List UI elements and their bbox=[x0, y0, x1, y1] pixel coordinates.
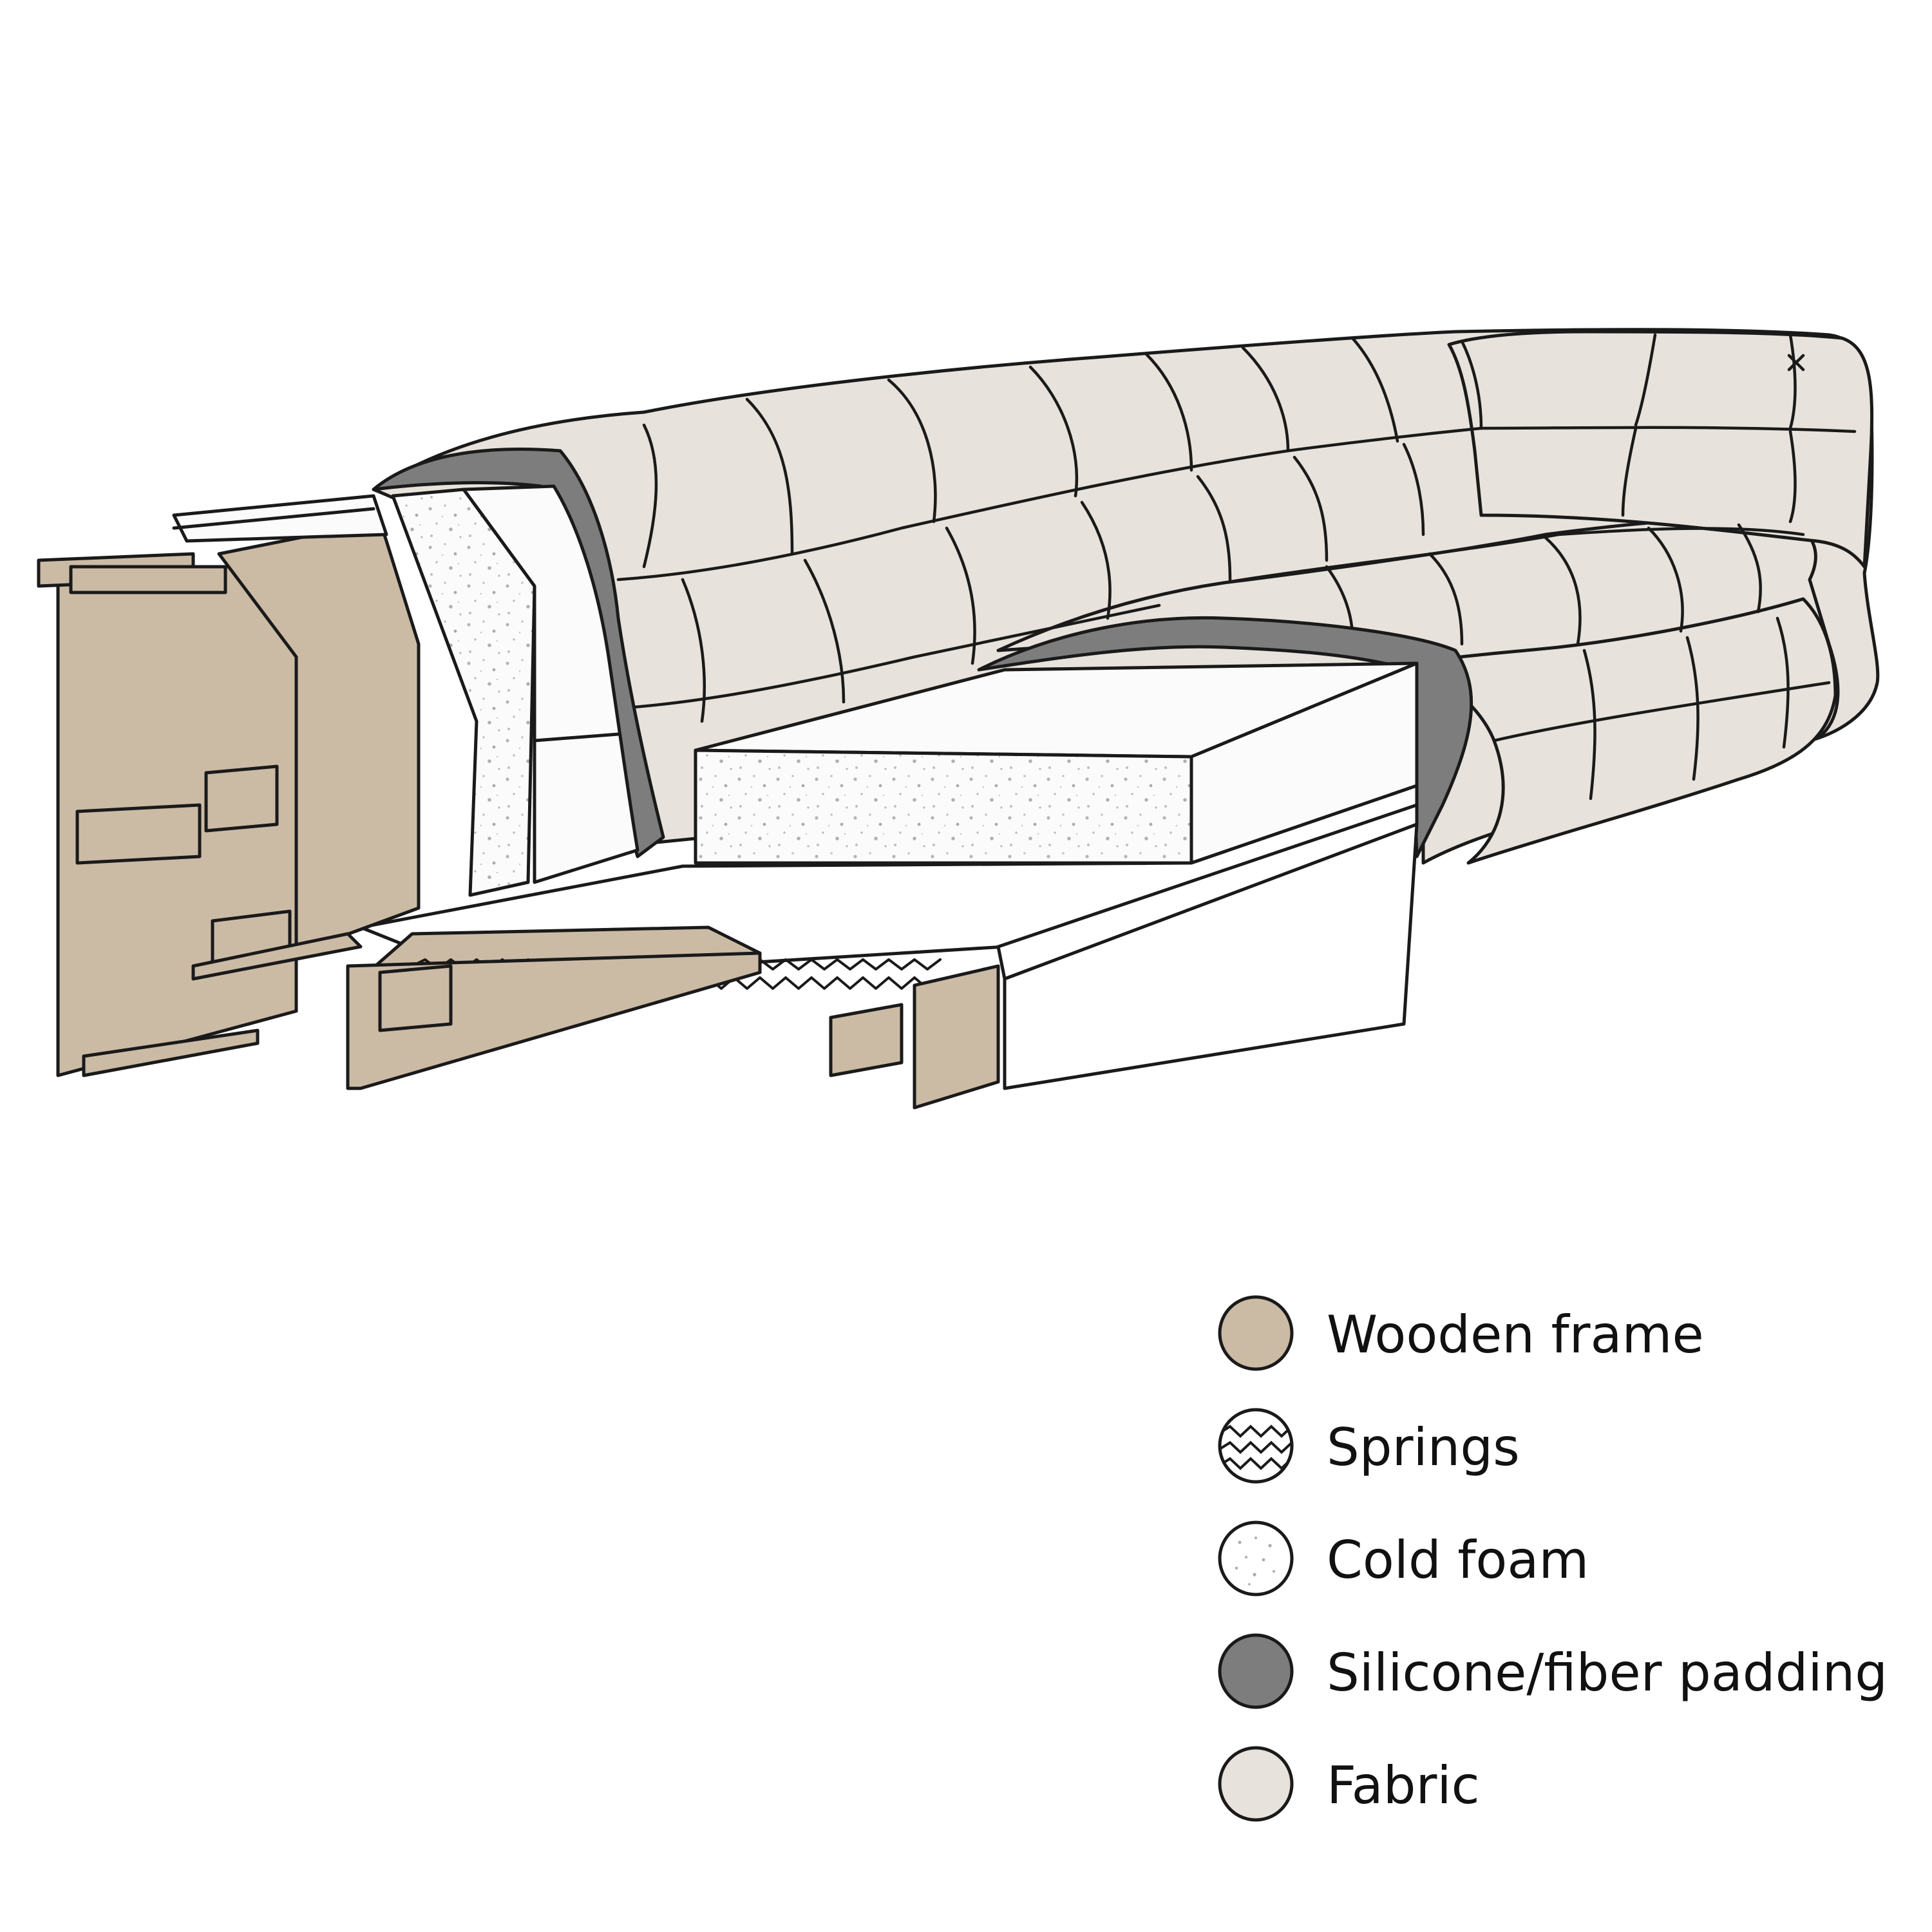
legend-label: Silicone/fiber padding bbox=[1327, 1643, 1888, 1703]
legend-label: Cold foam bbox=[1327, 1530, 1589, 1590]
legend-item-fabric: Fabric bbox=[1217, 1745, 1913, 1829]
seat-foam-block bbox=[694, 661, 1419, 865]
arm-fabric bbox=[1447, 330, 1874, 569]
legend-label: Wooden frame bbox=[1327, 1305, 1704, 1365]
spring-swatch-icon bbox=[1218, 1408, 1294, 1484]
legend-item-springs: Springs bbox=[1217, 1407, 1913, 1491]
backrest-foam-block bbox=[391, 484, 639, 897]
legend-item-cold-foam: Cold foam bbox=[1217, 1520, 1913, 1604]
sofa-fabric-body bbox=[372, 328, 1880, 865]
tufting-seams bbox=[616, 333, 1857, 800]
foam-swatch-icon bbox=[1218, 1520, 1294, 1596]
legend-label: Fabric bbox=[1327, 1756, 1480, 1815]
spring-deck bbox=[359, 784, 1419, 1090]
fabric-swatch-icon bbox=[1218, 1746, 1294, 1822]
legend-label: Springs bbox=[1327, 1417, 1520, 1477]
wooden-frame bbox=[37, 494, 1000, 1110]
wood-swatch-icon bbox=[1218, 1295, 1294, 1371]
padding-layer-seat bbox=[977, 616, 1473, 858]
padding-swatch-icon bbox=[1218, 1633, 1294, 1709]
legend-item-wooden-frame: Wooden frame bbox=[1217, 1294, 1913, 1378]
wood-front-rail-right bbox=[913, 964, 1000, 1110]
seat-front-fabric bbox=[1415, 597, 1837, 865]
legend-item-silicone-fiber-padding: Silicone/fiber padding bbox=[1217, 1633, 1913, 1716]
